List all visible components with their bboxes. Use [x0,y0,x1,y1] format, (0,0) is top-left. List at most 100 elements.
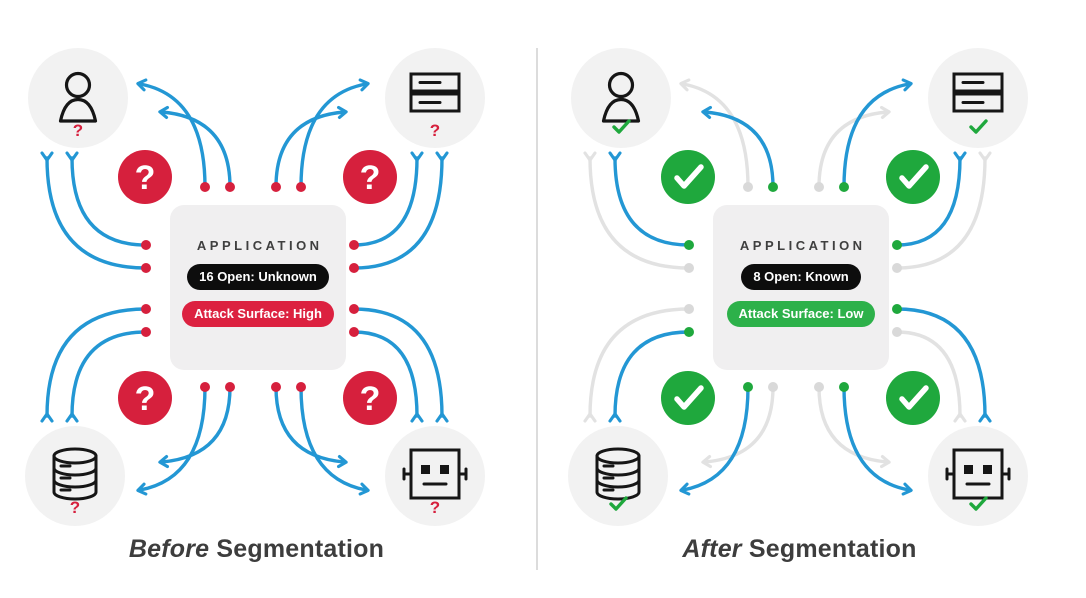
traffic-arrow [352,151,424,247]
svg-text:?: ? [135,380,156,418]
unknown-status-circle: ? [118,150,172,204]
traffic-arrow [352,330,424,423]
port-dot [768,382,778,392]
port-dot [349,327,359,337]
server-icon [409,72,461,113]
port-dot [271,382,281,392]
port-dot [200,182,210,192]
check-mark [612,119,631,134]
application-box: APPLICATION 8 Open: Known Attack Surface… [713,205,889,370]
traffic-arrow [583,151,691,270]
port-dot [743,382,753,392]
traffic-arrow [842,385,913,496]
application-title: APPLICATION [196,238,323,253]
application-title: APPLICATION [739,238,866,253]
svg-text:?: ? [135,159,156,197]
after-diagram [568,48,1028,526]
traffic-arrow [842,78,913,189]
port-dot [892,304,902,314]
port-dot [892,263,902,273]
unknown-status-circle: ? [343,150,397,204]
before-diagram: ? ? ? ? ? ? ? ? [25,48,485,526]
port-dot [892,240,902,250]
traffic-arrow [274,385,348,469]
port-dot [349,240,359,250]
user-icon [601,71,641,123]
traffic-arrow [40,151,148,270]
port-dot [684,304,694,314]
open-ports-pill: 16 Open: Unknown [187,264,329,290]
traffic-arrow [299,385,370,496]
svg-text:?: ? [360,159,381,197]
traffic-arrow [158,385,232,469]
before-panel: ? ? ? ? ? ? ? ? APPLICATION 16 Open: Unk… [0,48,513,564]
attack-surface-pill: Attack Surface: High [182,301,334,327]
check-mark [969,119,988,134]
port-dot [892,327,902,337]
port-dot [684,327,694,337]
traffic-arrow [895,307,992,423]
unknown-mark: ? [70,498,80,517]
attack-surface-pill: Attack Surface: Low [726,301,876,327]
traffic-arrow [65,151,148,247]
traffic-arrow [40,307,148,423]
traffic-arrow [583,307,691,423]
port-dot [141,327,151,337]
port-dot [225,382,235,392]
svg-text:?: ? [360,380,381,418]
unknown-mark: ? [73,121,83,140]
traffic-arrow [895,330,967,423]
open-ports-pill: 8 Open: Known [741,264,861,290]
traffic-arrow [701,105,775,189]
port-dot [768,182,778,192]
database-icon [52,447,98,501]
port-dot [814,182,824,192]
traffic-arrow [352,151,449,270]
robot-icon [945,448,1011,500]
traffic-arrow [817,105,891,189]
traffic-arrow [136,385,207,496]
traffic-arrow [895,151,967,247]
user-icon [58,71,98,123]
check-status-circle [661,371,715,425]
unknown-status-circle: ? [343,371,397,425]
traffic-arrow [65,330,148,423]
after-panel: APPLICATION 8 Open: Known Attack Surface… [543,0,1086,598]
port-dot [141,263,151,273]
port-dot [296,182,306,192]
traffic-arrow [274,105,348,189]
traffic-arrow [701,385,775,469]
before-caption: Before Segmentation [0,535,513,564]
traffic-arrow [299,78,370,189]
traffic-arrow [608,151,691,247]
traffic-arrow [352,307,449,423]
traffic-arrow [158,105,232,189]
entity-circle-server [928,48,1028,148]
port-dot [271,182,281,192]
check-mark [969,496,988,511]
traffic-arrow [895,151,992,270]
port-dot [839,382,849,392]
port-dot [743,182,753,192]
traffic-arrow [608,330,691,423]
after-caption: After Segmentation [543,535,1056,564]
unknown-status-circle: ? [118,371,172,425]
check-status-circle [661,150,715,204]
port-dot [839,182,849,192]
check-mark [609,496,628,511]
entity-circle-robot [928,426,1028,526]
port-dot [349,304,359,314]
panel-divider [536,48,538,570]
port-dot [141,304,151,314]
server-icon [952,72,1004,113]
caption-word: Segmentation [216,535,385,563]
check-status-circle [886,371,940,425]
port-dot [225,182,235,192]
caption-word: Segmentation [748,535,917,563]
application-box: APPLICATION 16 Open: Unknown Attack Surf… [170,205,346,370]
traffic-arrow [817,385,891,469]
traffic-arrow [136,78,207,189]
port-dot [349,263,359,273]
port-dot [814,382,824,392]
caption-emphasis: Before [128,535,210,563]
